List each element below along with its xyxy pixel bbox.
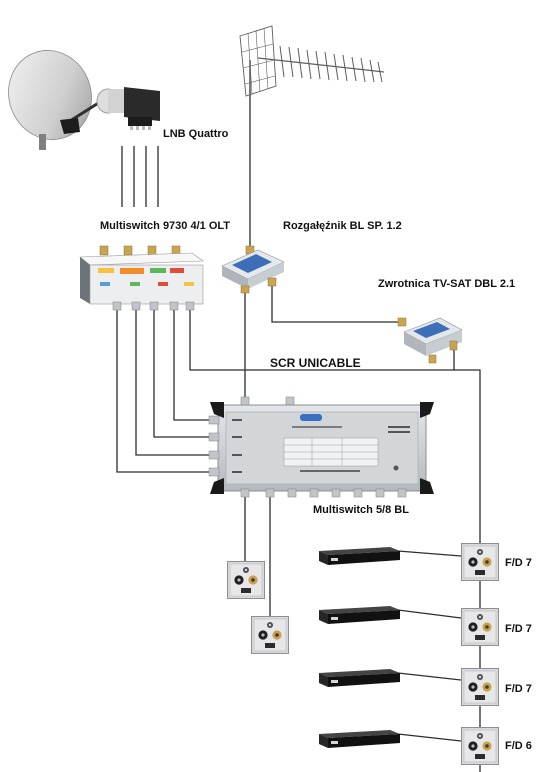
output-connector: [112, 301, 122, 311]
outlet-label: F/D 7: [505, 557, 532, 569]
lnb-quattro-device: [96, 87, 160, 130]
receiver-cable: [397, 672, 462, 681]
output-connector: [375, 488, 385, 498]
input-connector: [99, 245, 109, 256]
mounting-tab: [420, 402, 434, 418]
spec-table: [283, 437, 379, 467]
outlet-label: F/D 7: [505, 623, 532, 635]
input-connector: [123, 245, 133, 256]
scr-unicable-label: SCR UNICABLE: [270, 356, 361, 370]
tv-antenna: [239, 25, 385, 97]
diplexer-label: Zwrotnica TV-SAT DBL 2.1: [378, 278, 515, 290]
input-connector: [208, 467, 220, 477]
wall-socket-outlet: [461, 727, 499, 765]
output-connector: [449, 340, 458, 351]
receiver-cable: [397, 550, 462, 557]
satellite-receiver: [319, 669, 400, 687]
outlet-label: F/D 6: [505, 740, 532, 752]
sat-cable-4: [173, 308, 212, 421]
output-connector: [240, 488, 250, 498]
receiver-cable: [397, 733, 462, 742]
sat-cable-1: [116, 308, 212, 473]
wall-socket: [251, 616, 289, 654]
brand-logo: [300, 414, 322, 421]
wall-socket-outlet: [461, 543, 499, 581]
mounting-tab: [210, 402, 224, 418]
satellite-receiver: [319, 730, 400, 748]
satellite-dish: [8, 50, 101, 150]
sat-cable-2: [135, 308, 212, 456]
diplexer-device: [397, 317, 463, 364]
multiswitch-5-8-label: Multiswitch 5/8 BL: [313, 504, 409, 516]
output-connector: [185, 301, 195, 311]
mounting-tab: [420, 478, 434, 494]
output-connector: [169, 301, 179, 311]
output-connector: [267, 277, 277, 287]
cables: [116, 90, 481, 772]
output-connector: [131, 301, 141, 311]
output-connector: [331, 488, 341, 498]
satellite-receiver: [319, 547, 400, 565]
input-connector: [147, 245, 157, 256]
input-connector: [397, 317, 407, 327]
splitter-label: Rozgałęźnik BL SP. 1.2: [283, 220, 402, 232]
lnb-label: LNB Quattro: [163, 128, 229, 140]
splitter-to-diplexer-cable: [271, 286, 400, 323]
multiswitch-5-8-device: [208, 396, 434, 498]
receiver-cable: [397, 609, 462, 619]
splitter-device: [221, 245, 285, 294]
multiswitch-9730-label: Multiswitch 9730 4/1 OLT: [100, 220, 230, 232]
input-connector: [208, 432, 220, 442]
satellite-receiver: [319, 606, 400, 624]
scr-unicable-line: [189, 308, 481, 545]
input-connector: [208, 415, 220, 425]
mounting-tab: [210, 478, 224, 494]
output-connector: [149, 301, 159, 311]
output-connector: [287, 488, 297, 498]
output-connector: [353, 488, 363, 498]
input-connector: [208, 450, 220, 460]
wall-socket-outlet: [461, 608, 499, 646]
outlet-label: F/D 7: [505, 683, 532, 695]
multiswitch-9730-device: [79, 245, 204, 311]
wall-socket-outlet: [461, 668, 499, 706]
sat-cable-3: [153, 308, 212, 438]
output-connector: [265, 488, 275, 498]
wall-socket: [227, 561, 265, 599]
output-connector: [240, 285, 250, 294]
output-connector: [309, 488, 319, 498]
output-connector: [428, 354, 437, 364]
output-connector: [397, 488, 407, 498]
